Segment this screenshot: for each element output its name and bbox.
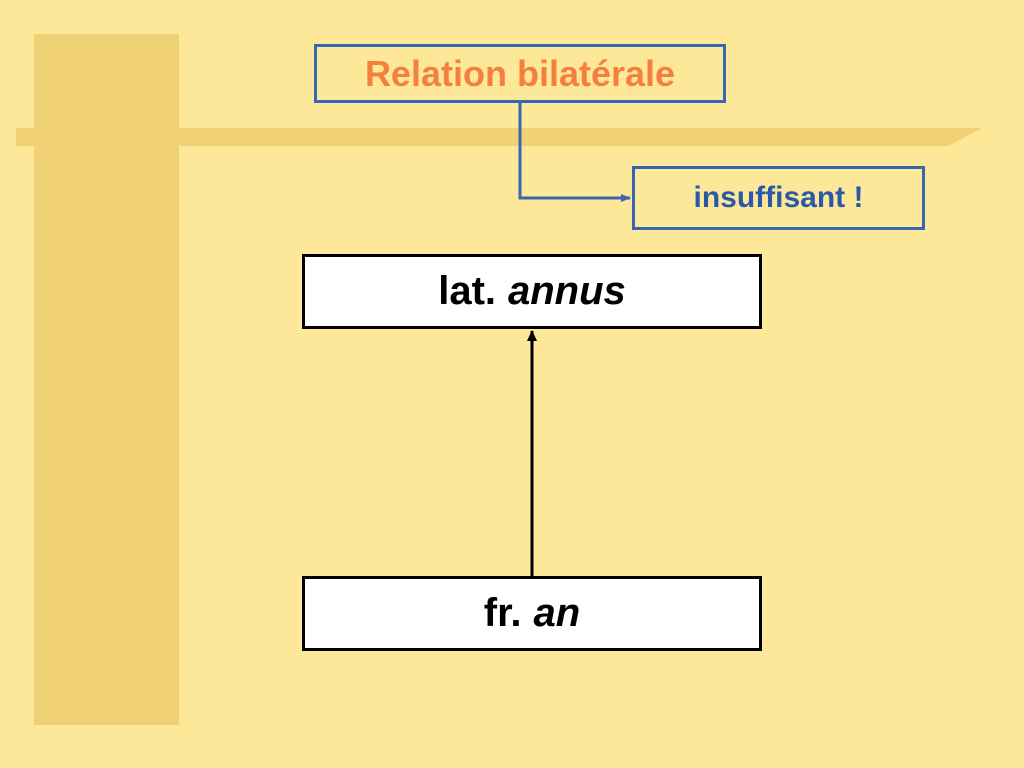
note-box: insuffisant ! — [632, 166, 925, 230]
note-text: insuffisant ! — [693, 181, 864, 214]
french-word-form: an — [533, 591, 581, 635]
latin-language-label: lat. — [438, 269, 496, 313]
decorative-horizontal-band — [16, 128, 982, 146]
latin-word-box: lat. annus — [302, 254, 762, 329]
decorative-vertical-band — [34, 34, 179, 725]
french-language-label: fr. — [483, 591, 522, 635]
title-to-note-connector — [518, 103, 631, 202]
french-word-box: fr. an — [302, 576, 762, 651]
slide-title: Relation bilatérale — [314, 44, 726, 103]
slide-title-text: Relation bilatérale — [364, 52, 676, 94]
latin-word-form: annus — [508, 269, 626, 313]
